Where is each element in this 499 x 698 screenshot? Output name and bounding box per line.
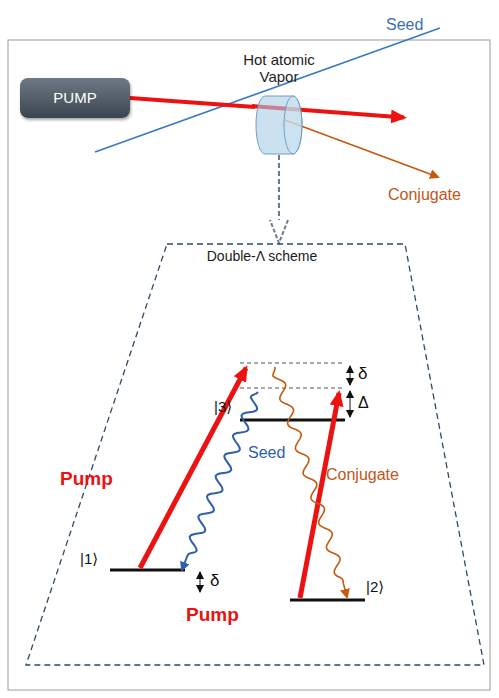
vapor-cell: Hot atomic Vapor	[255, 95, 303, 155]
pump-beam-connector	[130, 98, 255, 107]
cell-heading: Hot atomic Vapor	[231, 51, 327, 86]
state-label: |1⟩	[80, 550, 98, 567]
energy-level	[240, 419, 345, 422]
detuning-arrow	[350, 366, 351, 385]
virtual-level	[240, 388, 345, 389]
figure-frame	[8, 40, 490, 690]
transition-label: Conjugate	[326, 466, 399, 484]
pump-transition	[300, 393, 339, 598]
box-label: PUMP	[53, 89, 96, 106]
cell-body	[256, 96, 302, 154]
beam-label: Conjugate	[388, 186, 461, 204]
energy-level	[110, 569, 185, 572]
detuning-symbol: δ	[358, 364, 367, 384]
transition-label: Pump	[60, 468, 113, 490]
splitting-arrow	[200, 572, 201, 592]
conjugate-beam	[285, 120, 438, 177]
detuning-symbol: Δ	[358, 394, 369, 412]
panel-heading: Double-Λ scheme	[207, 248, 318, 264]
cell-window	[284, 96, 302, 154]
laser-box: PUMP	[20, 78, 130, 118]
detuning-arrow	[350, 391, 351, 417]
state-label: |3⟩	[214, 398, 232, 415]
transition-label: Seed	[248, 444, 285, 462]
transition-label: Pump	[186, 604, 239, 626]
beam-label: Seed	[386, 16, 423, 34]
seed-transition	[182, 392, 258, 570]
splitting-symbol: δ	[210, 571, 219, 591]
state-label: |2⟩	[366, 578, 384, 595]
energy-level	[290, 599, 365, 602]
cell-outline	[255, 95, 303, 155]
panel-border	[26, 244, 484, 665]
virtual-level	[240, 363, 345, 364]
zoom-arrow	[278, 155, 280, 243]
